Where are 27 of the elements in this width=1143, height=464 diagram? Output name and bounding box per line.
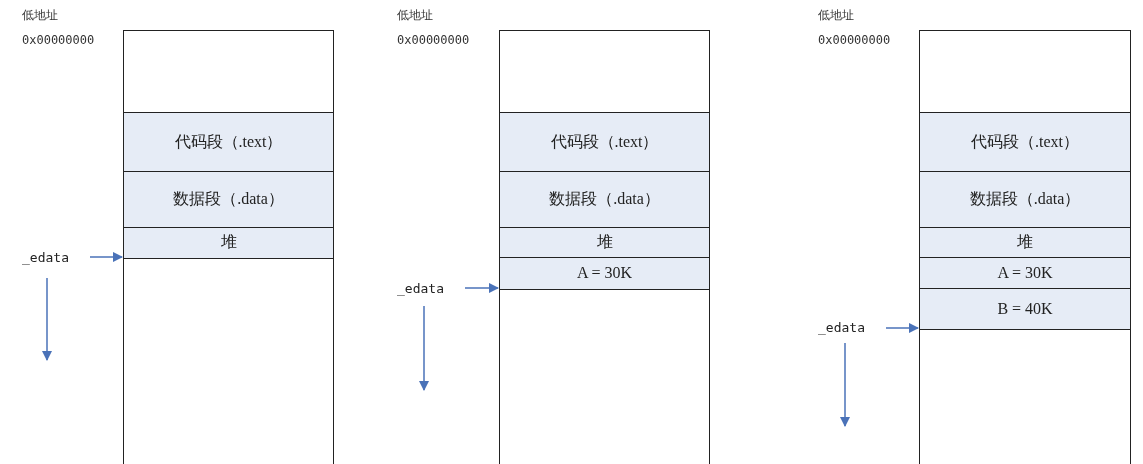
address-label: 低地址 <box>397 8 433 22</box>
memory-column <box>499 30 710 464</box>
memory-segment: 数据段（.data） <box>920 171 1130 227</box>
memory-segment: A = 30K <box>500 257 709 290</box>
address-label: 0x00000000 <box>818 33 891 47</box>
memory-column <box>123 30 334 464</box>
pointer-label: _edata <box>22 250 69 266</box>
memory-segment: 堆 <box>920 227 1130 257</box>
arrow <box>885 322 920 334</box>
memory-segment: A = 30K <box>920 257 1130 288</box>
memory-column <box>919 30 1131 464</box>
pointer-label: _edata <box>397 281 444 297</box>
memory-segment: 代码段（.text） <box>500 112 709 171</box>
address-label: 低地址 <box>22 8 58 22</box>
memory-segment: B = 40K <box>920 288 1130 330</box>
memory-segment: 数据段（.data） <box>124 171 333 227</box>
address-label: 低地址 <box>818 8 854 22</box>
memory-segment: 代码段（.text） <box>124 112 333 171</box>
memory-segment: 堆 <box>500 227 709 257</box>
arrow <box>89 251 124 263</box>
memory-segment: 代码段（.text） <box>920 112 1130 171</box>
pointer-label: _edata <box>818 320 865 336</box>
arrow <box>464 282 500 294</box>
address-label: 0x00000000 <box>397 33 470 47</box>
memory-segment: 堆 <box>124 227 333 259</box>
address-label: 0x00000000 <box>22 33 95 47</box>
memory-segment: 数据段（.data） <box>500 171 709 227</box>
